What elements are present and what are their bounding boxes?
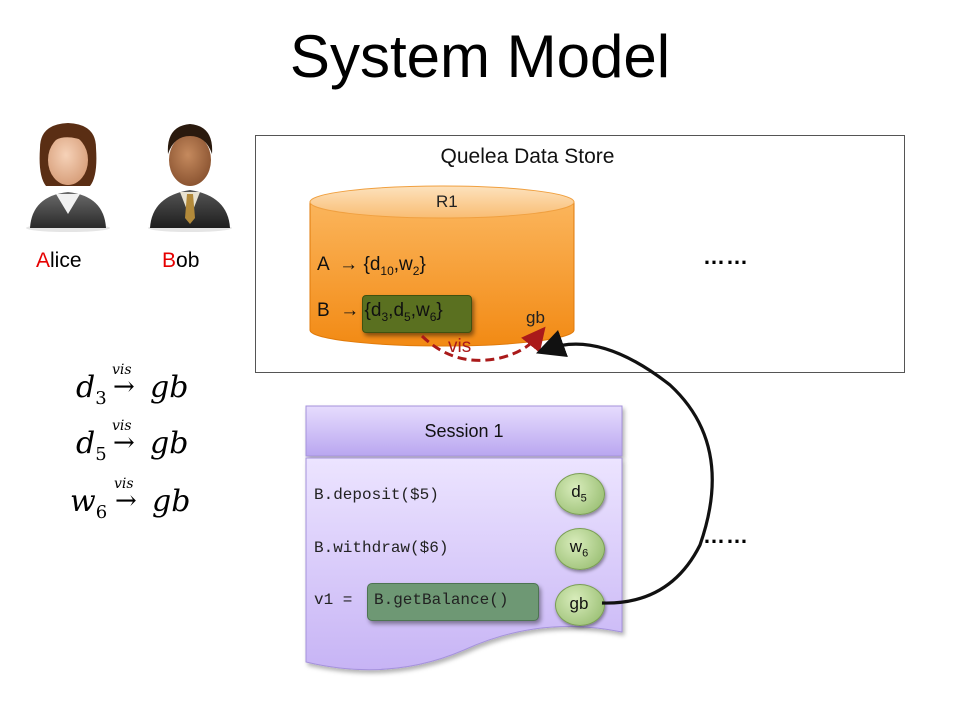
get-balance-call: B.getBalance(): [374, 591, 509, 609]
formula-rhs: gb: [150, 370, 189, 405]
effect-base: gb: [569, 594, 589, 613]
row-a-sub: 10: [380, 263, 394, 278]
effect-sub: 5: [580, 492, 587, 505]
row-b-key: B: [317, 300, 330, 321]
data-store-box: [255, 135, 905, 373]
formula-relation: vis: [112, 362, 132, 378]
effect-circle-w6: [555, 528, 605, 570]
replica-row-b: B → {d3,d5,w6}: [317, 300, 443, 324]
effect-base: w: [569, 537, 583, 556]
code-line-deposit: B.deposit($5): [314, 486, 439, 504]
get-balance-highlight: [367, 583, 539, 621]
code-line-assign: v1 =: [314, 591, 363, 609]
slide-title: System Model: [289, 23, 671, 90]
effect-base: d: [571, 482, 581, 501]
row-b-sub: 6: [429, 309, 437, 324]
row-a-key: A: [317, 254, 329, 275]
request-arrow: [535, 329, 714, 605]
formula-rhs: gb: [150, 426, 189, 461]
effect-sub: 6: [582, 547, 589, 560]
alice-initial: A: [36, 249, 51, 272]
bob-avatar: [140, 118, 240, 233]
formula-rhs: gb: [152, 484, 191, 519]
row-b-sub: 3: [381, 309, 389, 324]
data-store-title: Quelea Data Store: [440, 145, 615, 168]
alice-name-rest: lice: [50, 249, 82, 272]
formula-lhs-sub: 3: [95, 388, 107, 409]
session-more: ……: [703, 523, 749, 548]
formula-arrow-icon: →: [113, 372, 135, 402]
formula-relation: vis: [114, 476, 134, 492]
bob-name-rest: ob: [176, 249, 200, 272]
user-name-bob: Bob: [162, 249, 199, 273]
formula-lhs-sub: 5: [95, 444, 107, 465]
row-b-highlight: [362, 295, 472, 333]
formula-w6-vis-gb: w6 vis → gb: [70, 476, 200, 526]
effect-circle-gb: [555, 584, 605, 626]
row-a-item: d: [369, 254, 381, 275]
row-a-arrow-icon: →: [333, 254, 364, 275]
formula-d5-vis-gb: d5 vis → gb: [76, 418, 196, 468]
row-a-sub: 2: [412, 263, 420, 278]
effect-label-d5: d5: [555, 482, 603, 504]
formula-lhs: d: [76, 426, 96, 461]
formula-d3-vis-gb: d3 vis → gb: [76, 362, 196, 412]
formula-arrow-icon: →: [113, 428, 135, 458]
formula-relation: vis: [112, 418, 132, 434]
effect-label-w6: w6: [555, 537, 603, 559]
user-name-alice: Alice: [36, 249, 82, 273]
store-more: ……: [703, 244, 749, 269]
vis-label: vis: [448, 336, 472, 357]
formula-lhs: d: [76, 370, 96, 405]
session-title: Session 1: [424, 421, 504, 441]
effect-circle-d5: [555, 473, 605, 515]
effect-label-gb: gb: [555, 594, 603, 614]
formula-lhs-sub: 6: [95, 502, 108, 523]
row-a-item: w: [399, 254, 413, 275]
row-b-item: d: [393, 300, 405, 321]
formula-lhs: w: [70, 484, 96, 519]
formula-arrow-icon: →: [115, 486, 137, 516]
replica-row-a: A → {d10,w2}: [317, 254, 426, 278]
row-b-item: w: [415, 300, 430, 321]
alice-avatar: [18, 118, 118, 233]
bob-initial: B: [162, 249, 177, 272]
vis-arrow: [420, 326, 546, 362]
row-b-item: d: [370, 300, 382, 321]
code-line-withdraw: B.withdraw($6): [314, 539, 449, 557]
row-b-sub: 5: [404, 309, 411, 324]
replica-name: R1: [436, 192, 458, 211]
row-b-arrow-icon: →: [334, 300, 365, 321]
store-gb-label: gb: [526, 308, 545, 327]
